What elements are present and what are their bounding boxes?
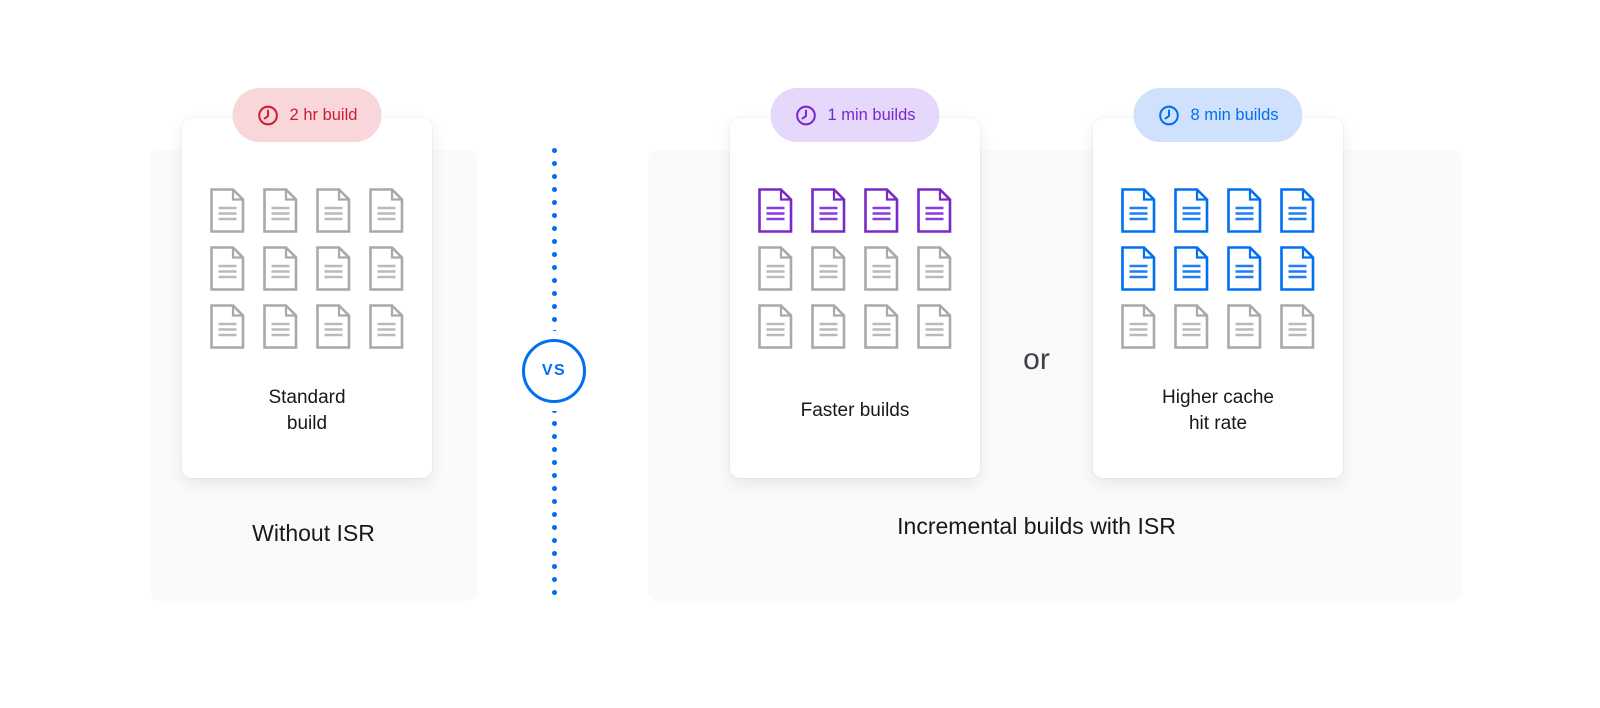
document-icon (864, 246, 899, 291)
standard-build-card: 2 hr build (182, 88, 432, 478)
badge-label: 2 hr build (289, 105, 358, 124)
build-time-badge: 8 min builds (1133, 88, 1303, 142)
document-icon (1280, 188, 1315, 233)
caption-line: Faster builds (800, 400, 910, 421)
document-icon (1227, 304, 1262, 349)
document-icon (864, 304, 899, 349)
badge-label: 8 min builds (1190, 105, 1279, 124)
with-isr-caption: Incremental builds with ISR (897, 513, 1176, 539)
build-time-badge: 1 min builds (770, 88, 940, 142)
document-icon (1280, 246, 1315, 291)
document-icon (316, 304, 351, 349)
document-icon (1174, 188, 1209, 233)
card-caption: Higher cache hit rate (1093, 366, 1343, 456)
caption-line: build (286, 413, 328, 434)
caption-line: Standard (268, 387, 346, 408)
vs-label: VS (541, 362, 567, 379)
document-icon (210, 188, 245, 233)
document-icon (758, 246, 793, 291)
document-icon (369, 246, 404, 291)
clock-icon (1159, 105, 1179, 125)
document-icon (1280, 304, 1315, 349)
caption-line: Higher cache (1162, 387, 1274, 408)
higher-cache-card: 8 min builds (1093, 88, 1343, 478)
document-icon (369, 188, 404, 233)
document-icon (811, 246, 846, 291)
pages-grid (209, 188, 406, 349)
document-icon (1174, 304, 1209, 349)
clock-icon (258, 105, 278, 125)
clock-icon (794, 104, 817, 127)
document-icon (917, 246, 952, 291)
vs-badge: VS (522, 339, 586, 403)
document-icon (758, 188, 793, 233)
document-icon (1121, 304, 1156, 349)
document-icon (1174, 246, 1209, 291)
clock-icon (1157, 104, 1180, 127)
build-time-badge: 2 hr build (232, 88, 382, 142)
clock-icon (796, 105, 816, 125)
document-icon (758, 304, 793, 349)
pages-grid (1120, 188, 1317, 349)
badge-label: 1 min builds (827, 105, 916, 124)
document-icon (210, 304, 245, 349)
document-icon (263, 246, 298, 291)
document-icon (917, 188, 952, 233)
pages-grid (757, 188, 954, 349)
document-icon (917, 304, 952, 349)
faster-builds-card: 1 min builds (730, 88, 980, 478)
document-icon (1121, 188, 1156, 233)
document-icon (1227, 246, 1262, 291)
card-caption: Standard build (182, 366, 432, 456)
document-icon (864, 188, 899, 233)
document-icon (369, 304, 404, 349)
document-icon (263, 188, 298, 233)
card-caption: Faster builds (730, 366, 980, 456)
document-icon (811, 188, 846, 233)
document-icon (263, 304, 298, 349)
document-icon (316, 246, 351, 291)
document-icon (811, 304, 846, 349)
document-icon (1227, 188, 1262, 233)
caption-line: hit rate (1188, 413, 1248, 434)
without-isr-caption: Without ISR (252, 520, 375, 546)
document-icon (210, 246, 245, 291)
clock-icon (257, 104, 280, 127)
or-label: or (1023, 343, 1050, 376)
document-icon (316, 188, 351, 233)
document-icon (1121, 246, 1156, 291)
